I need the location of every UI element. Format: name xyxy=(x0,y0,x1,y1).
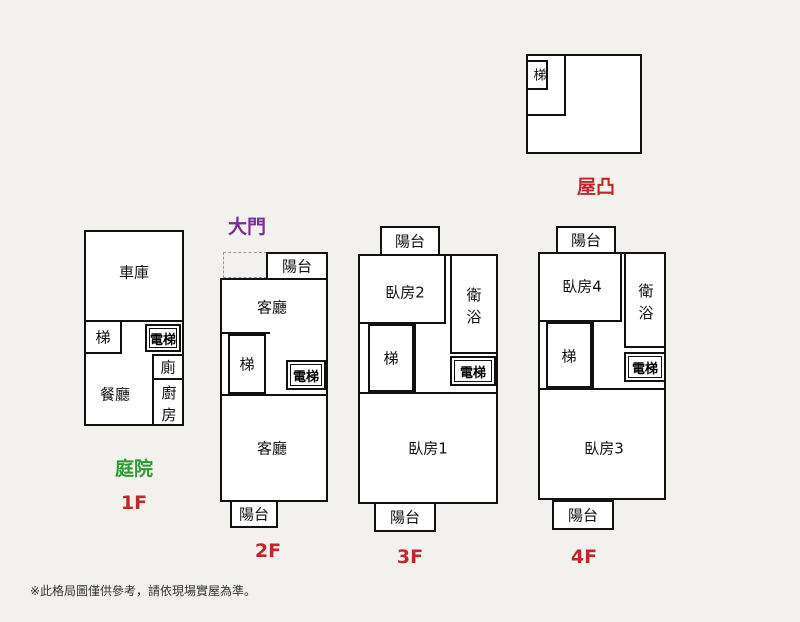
floor1-elevator: 電梯 xyxy=(145,324,181,352)
floor3-bedroom1-label: 臥房1 xyxy=(408,439,448,458)
floor4-stairs-label: 梯 xyxy=(561,347,577,366)
floor2-balcony-top-label: 陽台 xyxy=(281,257,313,276)
floor3-elevator: 電梯 xyxy=(450,356,496,386)
floor4-label: 4F xyxy=(570,546,598,568)
floor3-label: 3F xyxy=(396,546,424,568)
floor4-bedroom4-label: 臥房4 xyxy=(562,277,602,296)
floor2-stairs-room xyxy=(228,334,266,394)
floor4-elevator: 電梯 xyxy=(624,352,666,382)
floor2-living-upper-label: 客廳 xyxy=(256,298,288,317)
floor4-bathroom-label: 衛浴 xyxy=(638,282,654,322)
floor4-bathroom xyxy=(624,252,666,348)
floor3-bedroom2 xyxy=(358,254,446,324)
floor3-stairs-label: 梯 xyxy=(383,349,399,368)
floor1-dining-label: 餐廳 xyxy=(99,385,131,404)
floor1-stairs-room xyxy=(84,320,122,354)
floor3-balcony-bottom-label: 陽台 xyxy=(389,508,421,527)
floor3-bathroom-label: 衛浴 xyxy=(466,286,482,326)
floor2-label: 2F xyxy=(254,540,282,562)
floor1-toilet-label: 廁 xyxy=(160,358,176,377)
floor1-label: 1F xyxy=(120,492,148,514)
floor1-courtyard-label: 庭院 xyxy=(114,458,154,480)
floor4-balcony-top-label: 陽台 xyxy=(570,231,602,250)
floor2-entry-dashed xyxy=(223,252,267,278)
roof-label: 屋凸 xyxy=(576,176,616,198)
floor4-balcony-top xyxy=(556,226,616,254)
floor2-balcony-top xyxy=(266,252,328,280)
floor3-balcony-bottom xyxy=(374,502,436,532)
floor3-bathroom xyxy=(450,254,498,354)
floor3-stairs-room xyxy=(368,324,414,392)
floor2-balcony-bottom xyxy=(230,500,278,528)
floor2-balcony-bottom-label: 陽台 xyxy=(238,505,270,524)
floor4-bedroom4 xyxy=(538,252,622,322)
main-gate-label: 大門 xyxy=(227,216,267,238)
floor1-kitchen-label: 廚房 xyxy=(161,384,177,424)
roof-stair-box xyxy=(526,60,548,90)
floor3-balcony-top-label: 陽台 xyxy=(394,232,426,251)
floor2-elevator: 電梯 xyxy=(286,360,326,390)
floor3-bedroom2-label: 臥房2 xyxy=(385,283,425,302)
floor4-bedroom3-label: 臥房3 xyxy=(584,439,624,458)
floor1-garage-label: 車庫 xyxy=(118,263,150,282)
footnote: ※此格局圖僅供參考，請依現場實屋為準。 xyxy=(30,584,257,598)
floor1-stairs-label: 梯 xyxy=(95,328,111,347)
floor2-stairs-label: 梯 xyxy=(239,355,255,374)
floor4-balcony-bottom-label: 陽台 xyxy=(567,506,599,525)
floor4-stairs-room xyxy=(546,322,592,388)
floor2-living-lower-label: 客廳 xyxy=(256,439,288,458)
floor4-balcony-bottom xyxy=(552,500,614,530)
roof-stairs-label: 梯 xyxy=(533,68,547,84)
